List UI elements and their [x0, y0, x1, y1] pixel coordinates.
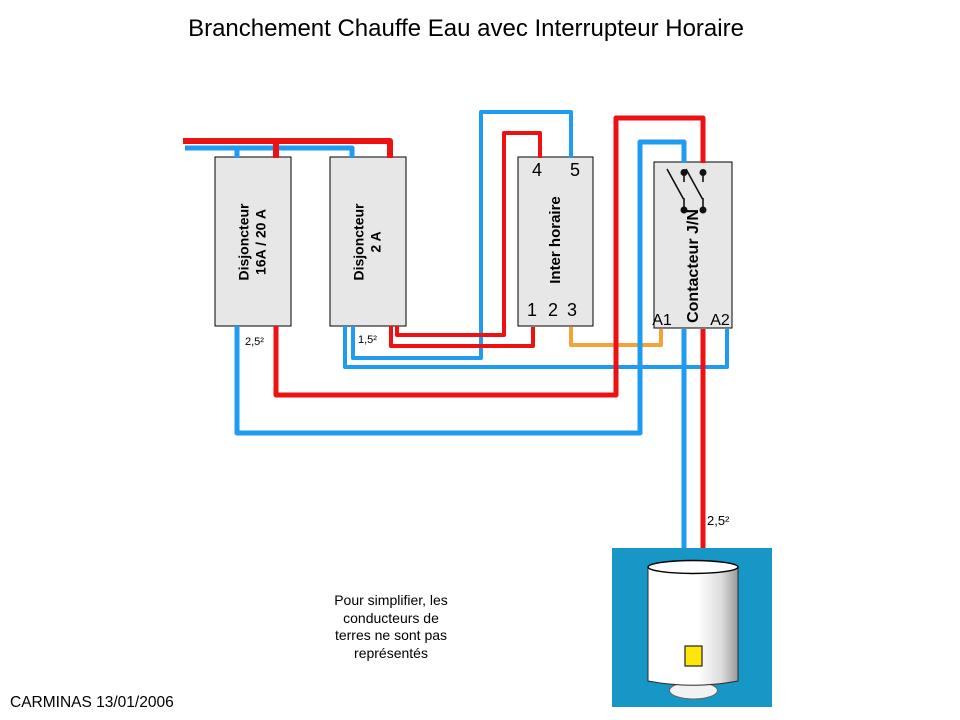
breaker-main-label-line2: 16A / 20 A [252, 209, 269, 275]
contactor-box [653, 161, 733, 329]
neutral-wires [185, 110, 729, 548]
breaker-main-label: Disjoncteur 16A / 20 A [232, 158, 274, 327]
contact-pole-right [685, 168, 707, 214]
neutral-wire-breaker2-to-a2 [343, 326, 729, 369]
diagram-title: Branchement Chauffe Eau avec Interrupteu… [188, 15, 744, 42]
timer-terminal-1: 1 [526, 300, 537, 320]
earth-conductors-note: Pour simplifier, les conducteurs de terr… [334, 592, 448, 661]
neutral-wire-breaker-to-contactor [234, 139, 687, 436]
gauge-label-main-circuit: 2,5² [245, 336, 264, 348]
author-date: CARMINAS 13/01/2006 [10, 694, 174, 711]
phase-wires [183, 115, 706, 548]
timer-box [517, 156, 594, 327]
breaker-control-box [329, 156, 407, 327]
timer-terminal-4: 4 [531, 160, 542, 180]
water-heater-tank-top [647, 559, 739, 575]
breaker-control-label-line1: Disjoncteur [350, 203, 367, 281]
contactor-label: Contacteur J/N [685, 209, 702, 323]
timer-terminal-5: 5 [569, 160, 580, 180]
contactor-contacts [666, 168, 707, 214]
breaker-main-label-line1: Disjoncteur [235, 203, 252, 281]
water-heater-group [612, 548, 772, 707]
neutral-supply-bus [185, 145, 355, 158]
breaker-control-label-line2: 2 A [367, 231, 384, 253]
component-boxes [214, 156, 733, 329]
phase-wire-breaker-to-contactor [273, 115, 706, 398]
gauge-label-heater-feed: 2,5² [707, 513, 730, 528]
breaker-control-label: Disjoncteur 2 A [347, 158, 389, 327]
phase-supply-bus [183, 138, 393, 158]
breaker-main-box [214, 156, 292, 327]
neutral-wire-breaker2-to-timer5 [351, 110, 573, 360]
water-heater-tank-body [647, 566, 739, 686]
timer-terminal-2: 2 [547, 300, 558, 320]
thermostat-cover [684, 645, 703, 667]
phase-wire-breaker2-to-timer4 [395, 131, 542, 337]
timer-terminal-3: 3 [566, 300, 577, 320]
contact-pole-left [666, 168, 688, 214]
contactor-terminal-a1: A1 [652, 312, 672, 329]
gauge-label-control-circuit: 1,5² [358, 334, 377, 346]
contactor-terminal-a2: A2 [710, 312, 730, 329]
phase-wire-timer1-to-breaker2 [389, 326, 535, 348]
